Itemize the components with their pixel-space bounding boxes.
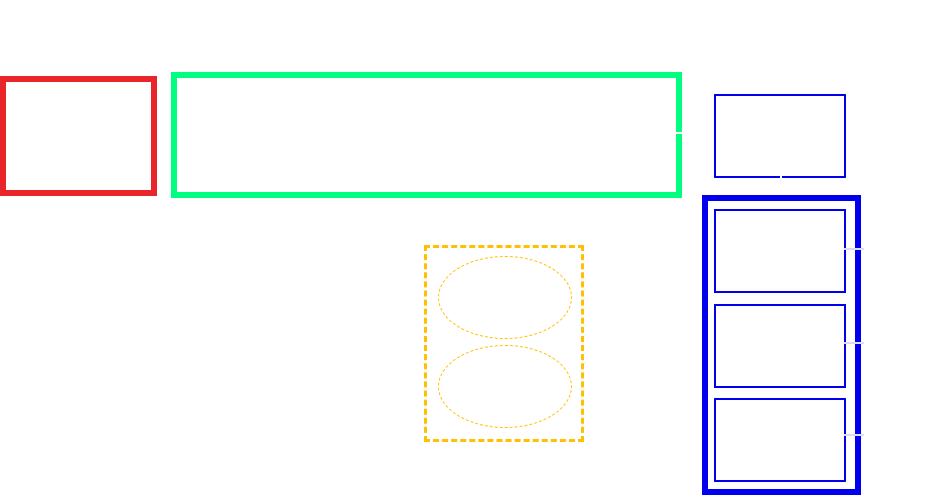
connector-inner-2: [844, 342, 864, 344]
yellow-ellipse-1: [438, 256, 572, 339]
yellow-dashed-group: [424, 245, 584, 442]
blue-inner-box-3: [714, 398, 846, 482]
connector-blue-small-to-group: [780, 175, 782, 197]
blue-outer-group: [702, 195, 861, 495]
red-box: [0, 76, 157, 196]
blue-small-box: [714, 94, 846, 178]
connector-green-to-blue: [676, 132, 716, 134]
blue-inner-box-1: [714, 209, 846, 293]
yellow-ellipse-2: [438, 345, 572, 428]
green-box: [171, 72, 682, 198]
blue-inner-box-2: [714, 304, 846, 388]
connector-inner-1: [844, 248, 864, 250]
connector-inner-3: [844, 434, 864, 436]
